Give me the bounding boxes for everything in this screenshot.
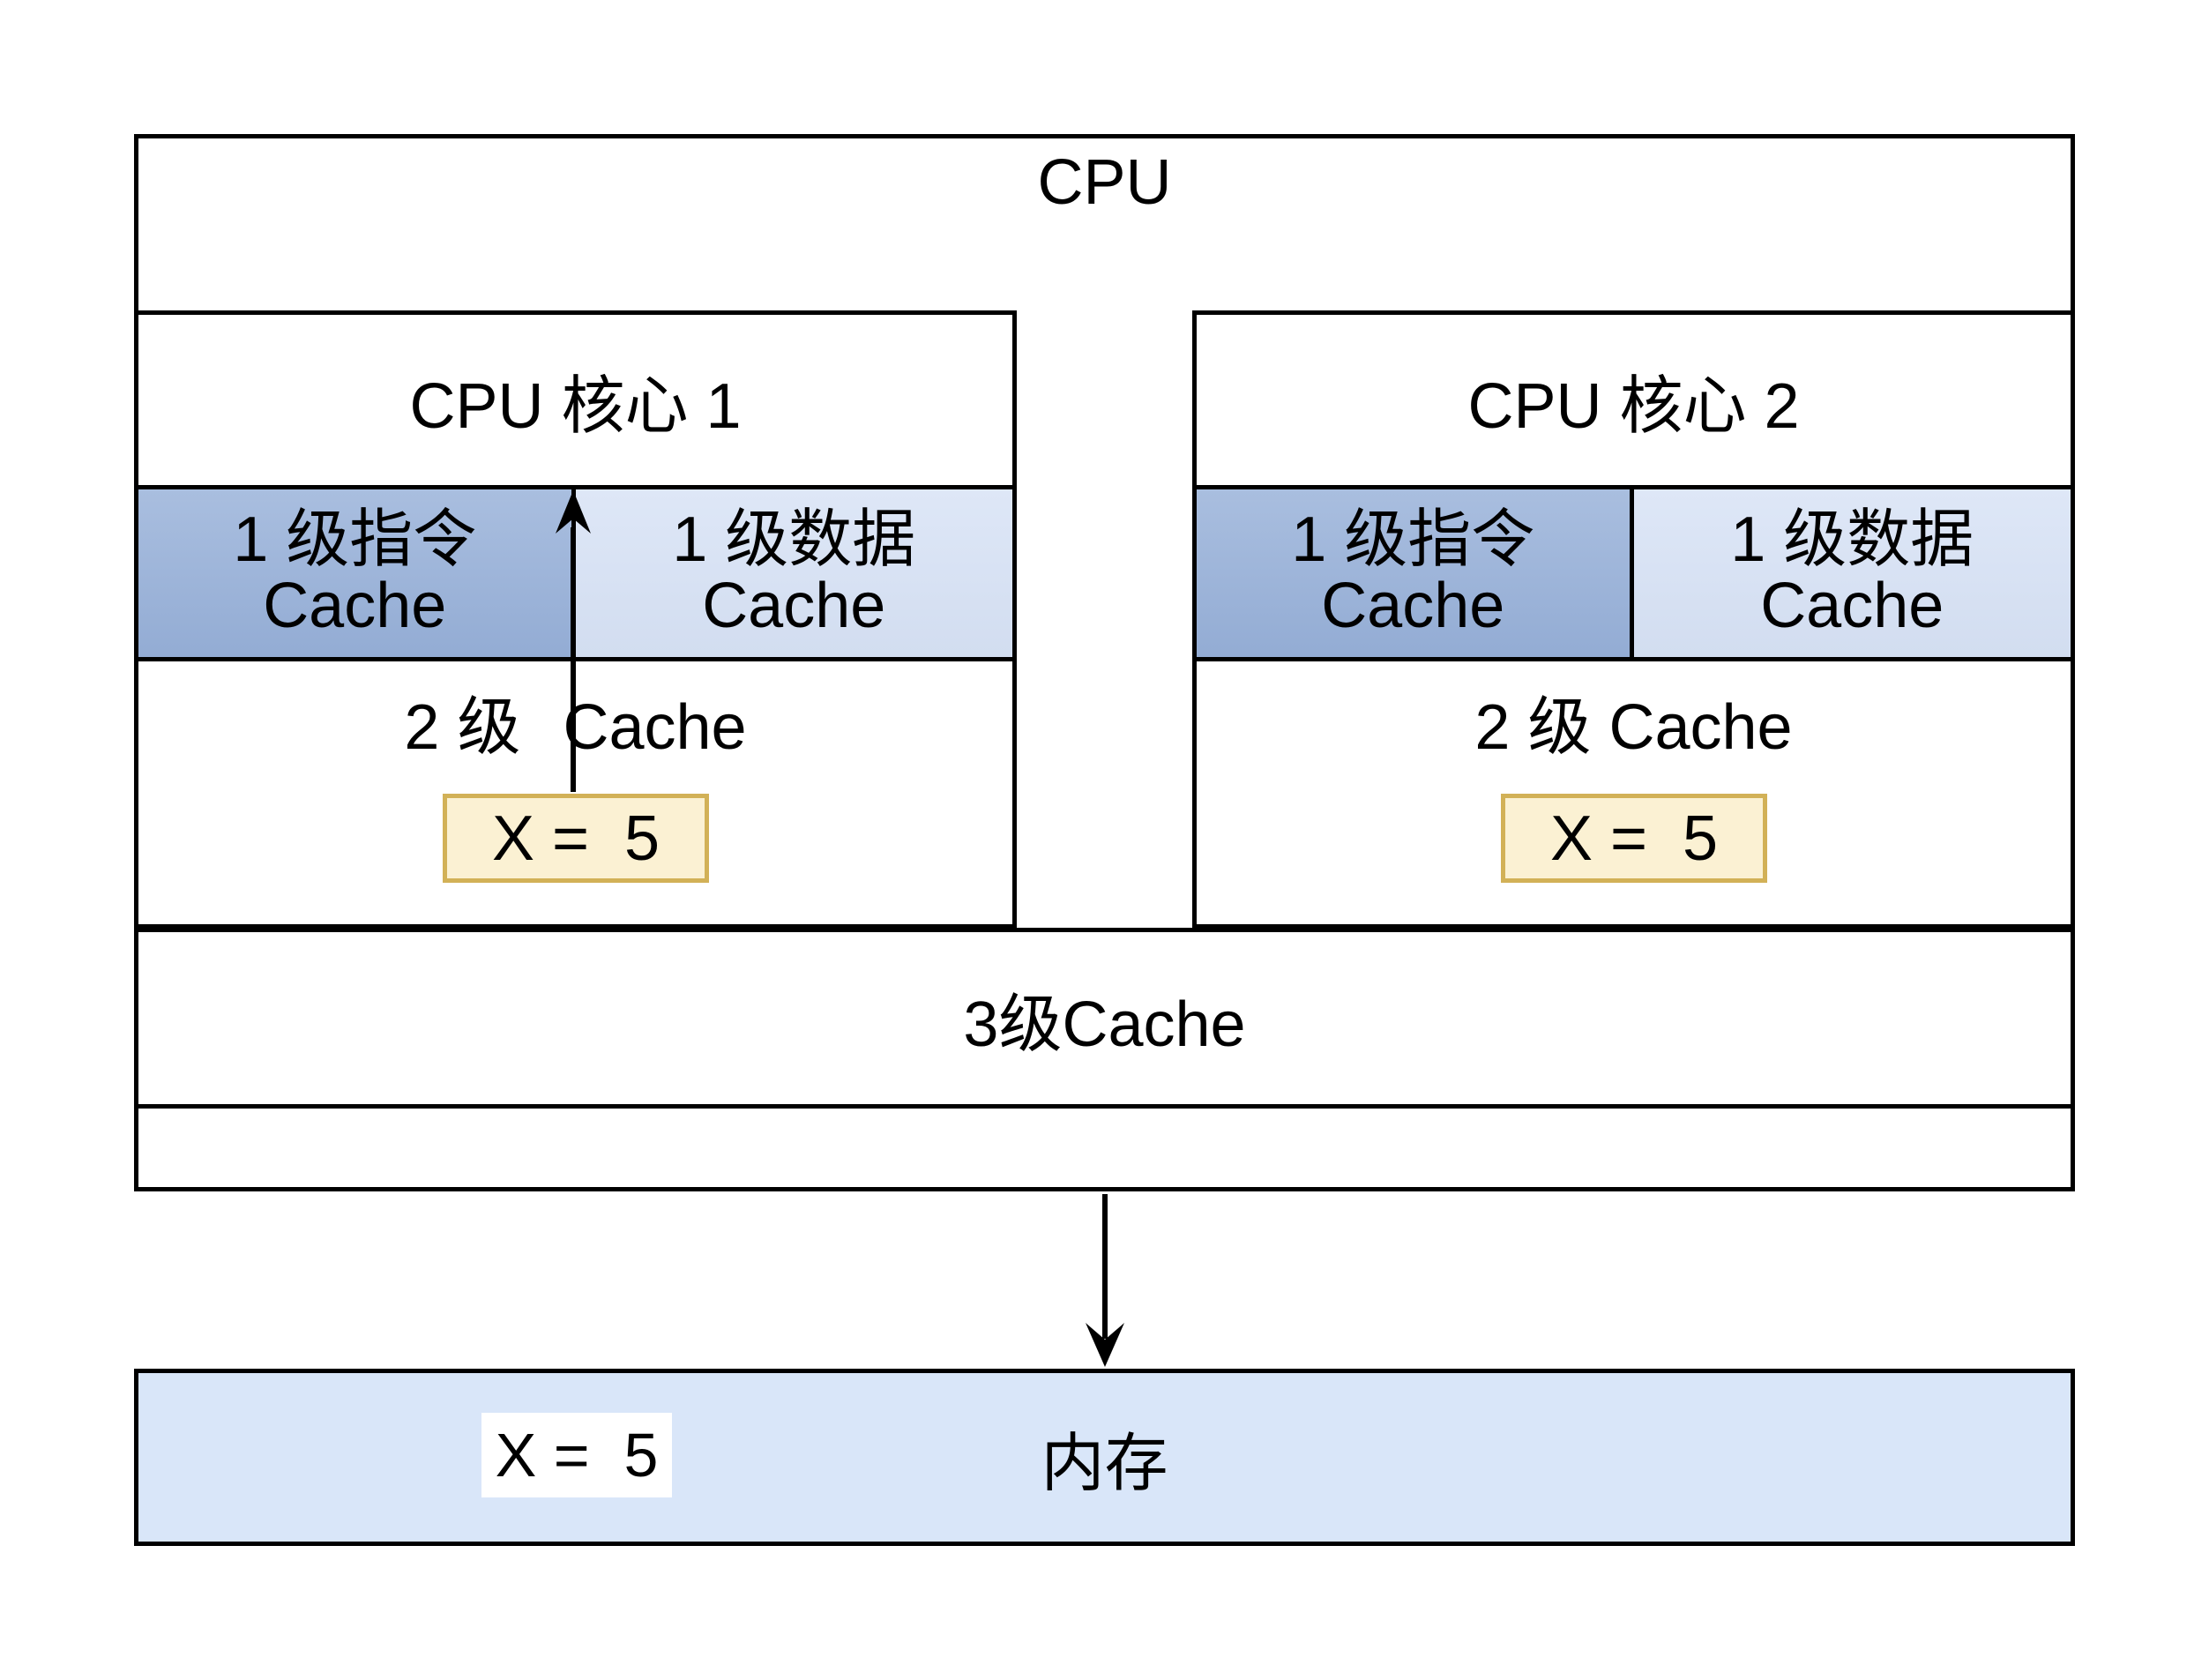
memory-box: 内存 X = 5	[134, 1369, 2075, 1546]
l3-cache-row: 3级Cache	[134, 928, 2075, 1109]
core2-l2-label-part1: 2 级	[1474, 692, 1592, 763]
core1-l1-data-label-line2: Cache	[702, 571, 886, 641]
core2-l1-instruction-label-line2: Cache	[1321, 571, 1505, 641]
core1-l1-data-label-line1: 1 级数据	[672, 504, 916, 575]
memory-value-box: X = 5	[481, 1413, 672, 1497]
core2-l2-cache-label: 2 级 Cache	[1197, 694, 2071, 761]
cpu-core1-box: CPU 核心 1 1 级指令 Cache 1 级数据 Cache 2 级 Cac…	[134, 310, 1017, 929]
core1-l2-cache-label: 2 级 Cache	[138, 694, 1012, 761]
core2-l1-data-label-line2: Cache	[1760, 571, 1944, 641]
core2-l1-row: 1 级指令 Cache 1 级数据 Cache	[1197, 485, 2071, 661]
core1-l1-instruction-label-line2: Cache	[263, 571, 447, 641]
core1-title: CPU 核心 1	[409, 371, 742, 442]
core1-l1-instruction-label-line1: 1 级指令	[233, 504, 477, 575]
core1-cache-value-box: X = 5	[443, 794, 709, 883]
core1-l2-label-part2: Cache	[563, 692, 747, 763]
core1-l2-label-part1: 2 级	[404, 692, 521, 763]
core2-l1-instruction-cache: 1 级指令 Cache	[1197, 489, 1634, 657]
core2-cache-value-box: X = 5	[1501, 794, 1767, 883]
cpu-core2-box: CPU 核心 2 1 级指令 Cache 1 级数据 Cache 2 级 Cac…	[1192, 310, 2075, 929]
core1-l1-instruction-cache: 1 级指令 Cache	[138, 489, 576, 657]
memory-label: 内存	[1041, 1429, 1168, 1499]
arrow-cpu-to-memory-icon	[1086, 1194, 1124, 1367]
core2-l1-data-label-line1: 1 级数据	[1730, 504, 1974, 575]
core2-l2-label-part2: Cache	[1608, 692, 1793, 763]
cpu-label: CPU	[1037, 147, 1172, 218]
core1-l1-row: 1 级指令 Cache 1 级数据 Cache	[138, 485, 1012, 661]
core1-l1-data-cache: 1 级数据 Cache	[575, 489, 1012, 657]
core2-title: CPU 核心 2	[1467, 371, 1800, 442]
core2-l1-instruction-label-line1: 1 级指令	[1291, 504, 1535, 575]
core2-l1-data-cache: 1 级数据 Cache	[1633, 489, 2071, 657]
